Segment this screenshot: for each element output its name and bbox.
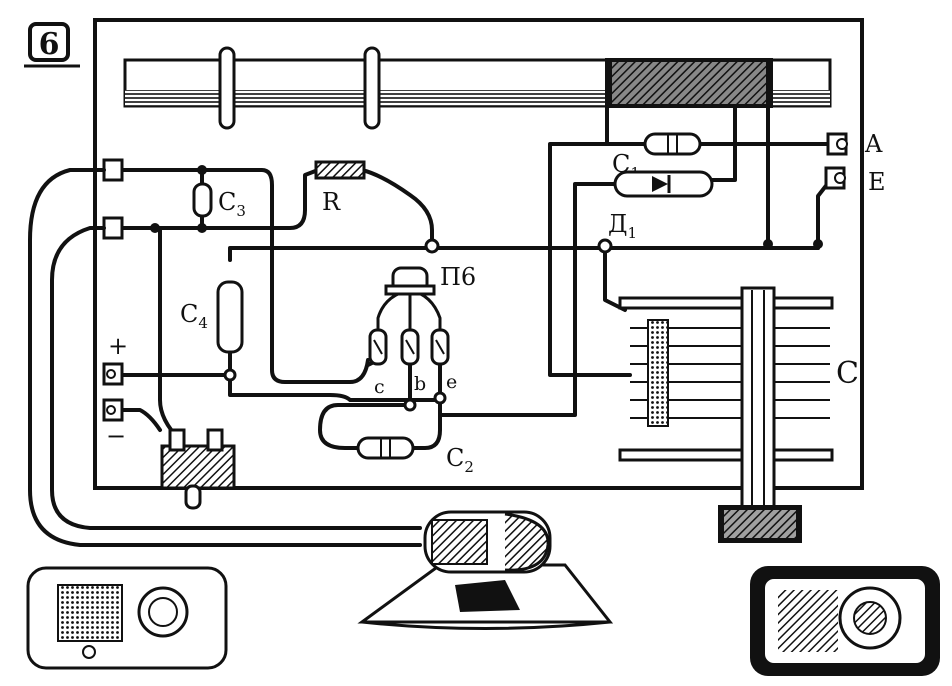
power-switch[interactable] [160,428,236,510]
variable-capacitor[interactable] [618,286,834,543]
collector-label: c [374,376,385,398]
figure-number: 6 [39,27,60,62]
r-label: R [322,188,341,216]
variable-capacitor-label: C [836,356,859,391]
speaker-terminal-1[interactable] [102,158,124,182]
capacitor-c2 [356,436,415,460]
capacitor-c3 [192,182,213,218]
ferrite-rod-antenna [123,46,832,130]
c2-label: C2 [446,444,474,476]
transistor-lead-sleeves [368,328,450,366]
plus-terminal[interactable] [102,362,124,386]
plus-label: + [108,332,128,360]
speaker-terminal-2[interactable] [102,216,124,240]
figure-number-badge: 6 [24,22,80,68]
ground-terminal[interactable] [824,166,846,190]
minus-terminal[interactable] [102,398,124,422]
radio-enclosure [750,566,940,676]
board-wiring [116,106,834,450]
speaker-cable [28,168,422,547]
ground-label: E [868,168,886,196]
minus-label: − [106,422,126,450]
radio-front-panel [26,566,228,670]
transistor-label: П6 [440,263,476,291]
resistor-r [314,160,366,180]
capacitor-c1 [643,132,702,156]
d1-label: Д1 [608,210,637,242]
rod-clip-left [218,46,236,130]
junction-dots [150,165,823,412]
panel-button[interactable] [82,645,96,659]
antenna-terminal[interactable] [826,132,848,156]
capacitor-c4 [216,280,244,354]
antenna-label: A [864,130,883,158]
transistor-p6 [384,266,436,296]
loudspeaker [357,510,614,630]
c4-label: C4 [180,300,208,332]
rod-clip-right [363,46,381,130]
base-label: b [414,373,426,395]
c3-label: C3 [218,188,246,220]
diode-d1 [613,170,714,198]
emitter-label: e [446,371,457,393]
speaker-grille [57,584,123,642]
